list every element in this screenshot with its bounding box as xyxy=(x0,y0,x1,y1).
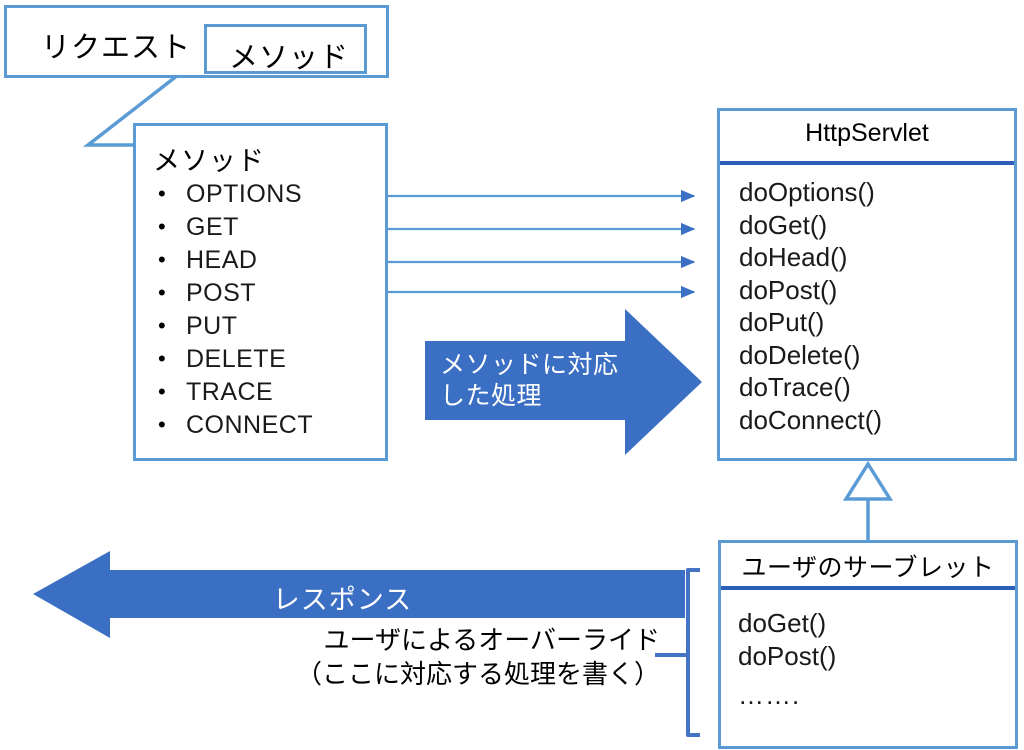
list-item: GET xyxy=(148,210,313,244)
list-item: TRACE xyxy=(148,375,313,409)
userservlet-class-title: ユーザのサーブレット xyxy=(741,554,995,582)
override-note: ユーザによるオーバーライド （ここに対応する処理を書く） xyxy=(295,625,660,689)
method-entry: doPost() xyxy=(738,641,837,671)
class-header-divider xyxy=(721,586,1015,590)
method-list-title: メソッド xyxy=(153,146,265,176)
list-item: PUT xyxy=(148,309,313,343)
method-entry: doDelete() xyxy=(739,339,861,370)
list-item: POST xyxy=(148,276,313,310)
method-entry: doHead() xyxy=(739,242,848,272)
method-entry-ellipsis: ……. xyxy=(738,680,801,710)
dispatch-arrow-label: メソッドに対応 した処理 xyxy=(440,351,619,410)
userservlet-class-box: ユーザのサーブレット doGet() doPost() ……. xyxy=(718,540,1018,749)
list-item: DELETE xyxy=(148,342,313,376)
method-list-box: メソッド OPTIONS GET HEAD POST PUT DELETE TR… xyxy=(133,123,388,461)
method-entry: doTrace() xyxy=(739,372,851,402)
method-entry: doConnect() xyxy=(739,404,883,435)
method-tag-label: メソッド xyxy=(229,42,350,74)
httpservlet-method-list: doOptions() doGet() doHead() doPost() do… xyxy=(739,176,882,436)
response-arrow-label: レスポンス xyxy=(272,585,413,615)
userservlet-method-list: doGet() doPost() ……. xyxy=(738,607,836,712)
request-box: リクエスト メソッド xyxy=(4,5,389,78)
method-tag-box: メソッド xyxy=(204,24,367,74)
method-entry: doPut() xyxy=(739,307,825,337)
class-header-divider xyxy=(720,161,1014,165)
request-label: リクエスト xyxy=(41,32,192,64)
list-item: HEAD xyxy=(148,243,313,277)
method-entry: doOptions() xyxy=(739,177,875,207)
list-item: OPTIONS xyxy=(148,177,313,211)
method-entry: doGet() xyxy=(739,209,828,240)
inheritance-connector xyxy=(842,460,894,540)
list-item: CONNECT xyxy=(148,408,313,442)
http-method-list: OPTIONS GET HEAD POST PUT DELETE TRACE C… xyxy=(148,177,313,442)
method-entry: doPost() xyxy=(739,274,838,305)
method-entry: doGet() xyxy=(738,608,827,638)
httpservlet-class-title: HttpServlet xyxy=(805,119,929,147)
httpservlet-class-box: HttpServlet doOptions() doGet() doHead()… xyxy=(717,108,1017,461)
